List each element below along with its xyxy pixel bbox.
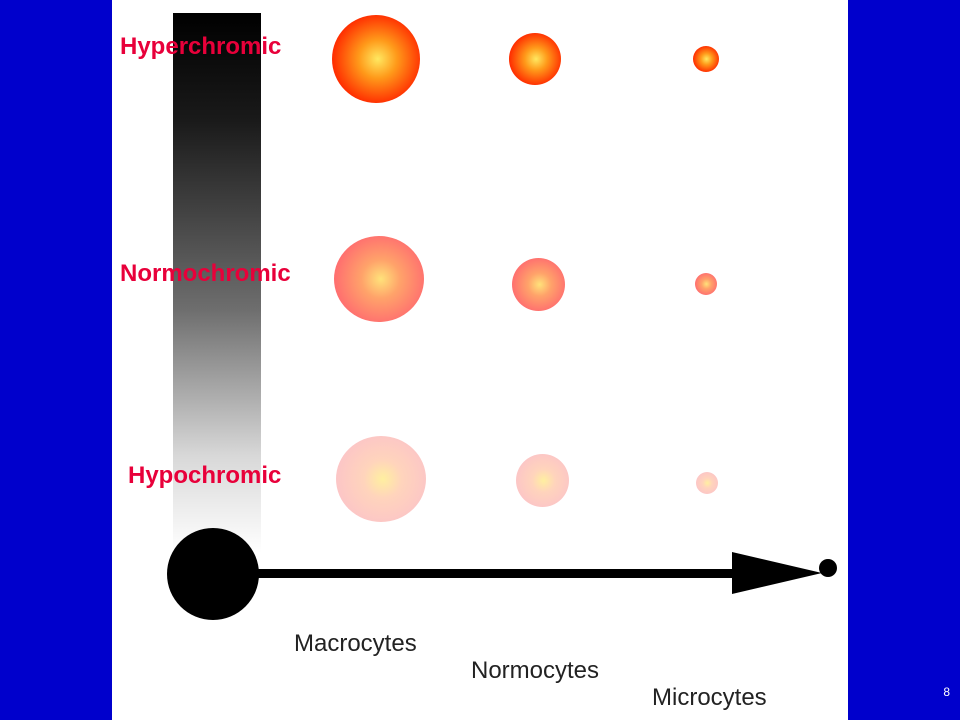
- row-label-hypochromic: Hypochromic: [128, 462, 282, 489]
- cell-hyperchromic-microcyte: [693, 46, 719, 72]
- hemoglobin-gradient-bar: [173, 13, 261, 553]
- column-label-microcytes: Microcytes: [652, 684, 767, 711]
- small-cell-dot: [819, 559, 837, 577]
- column-label-normocytes: Normocytes: [471, 657, 600, 684]
- cell-hyperchromic-normocyte: [509, 33, 561, 85]
- size-axis: [167, 528, 837, 620]
- row-label-normochromic: Normochromic: [120, 260, 291, 287]
- cell-hypochromic-microcyte: [696, 472, 718, 494]
- cell-normochromic-normocyte: [512, 258, 565, 311]
- cell-hyperchromic-macrocyte: [332, 15, 420, 103]
- diagram-panel: Hyperchromic Normochromic Hypochromic Ma…: [112, 0, 848, 720]
- cell-normochromic-macrocyte: [334, 236, 424, 322]
- page-number: 8: [943, 685, 950, 699]
- arrow-shaft: [258, 569, 740, 578]
- row-label-hyperchromic: Hyperchromic: [120, 33, 282, 60]
- arrow-head: [732, 552, 822, 594]
- cell-normochromic-microcyte: [695, 273, 717, 295]
- cell-hypochromic-normocyte: [516, 454, 569, 507]
- column-label-macrocytes: Macrocytes: [294, 630, 417, 657]
- large-cell-circle: [167, 528, 259, 620]
- cell-hypochromic-macrocyte: [336, 436, 426, 522]
